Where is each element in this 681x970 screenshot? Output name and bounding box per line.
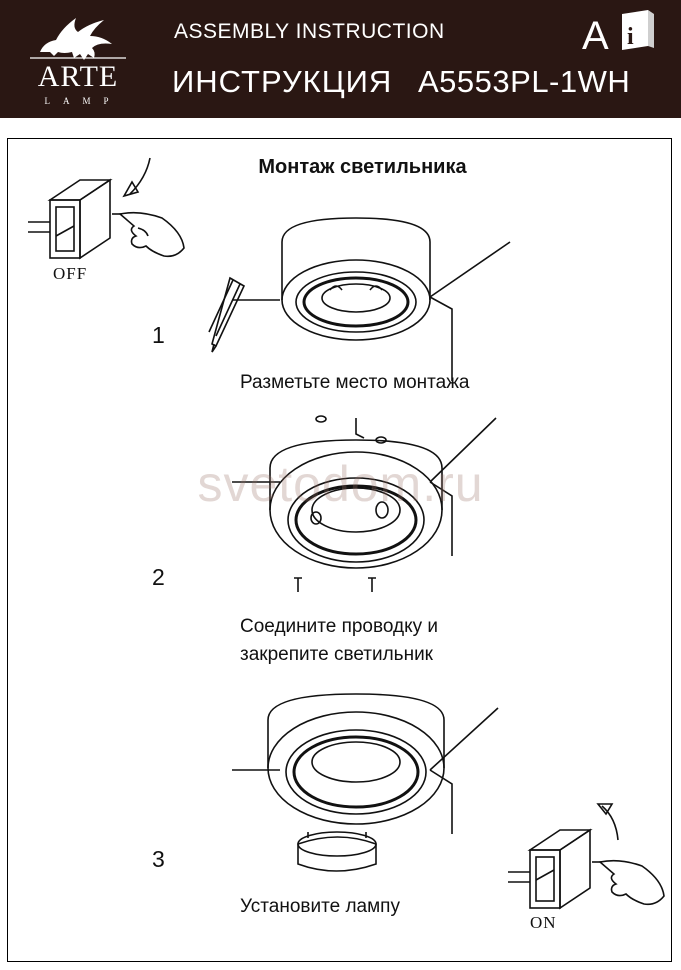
griffin-logo-icon: i (30, 10, 654, 60)
step3-fixture (232, 693, 499, 834)
watermark-text: svetodom.ru (197, 456, 484, 512)
brand-logo-subtext: LAMP (44, 96, 122, 106)
pencil-icon (208, 276, 246, 353)
assembly-title: ASSEMBLY INSTRUCTION (174, 20, 445, 43)
hand-pointing-icon (112, 211, 185, 258)
step-1-number: 1 (152, 322, 165, 348)
brand-logo-text: ARTE (37, 60, 119, 93)
step-2-number: 2 (152, 564, 165, 590)
svg-text:i: i (627, 24, 634, 50)
instruction-title-ru: ИНСТРУКЦИЯ (172, 64, 393, 99)
info-book-icon: i (622, 10, 654, 50)
step-3-caption: Установите лампу (240, 896, 400, 917)
rotate-arrow-on-icon (596, 803, 619, 841)
step-1-caption: Разметьте место монтажа (240, 372, 470, 393)
switch-on-label: ON (530, 913, 557, 932)
step-2-caption-line1: Соедините проводку и (240, 616, 439, 637)
content-frame (7, 138, 672, 962)
wall-switch-on-icon (508, 828, 593, 910)
step2-fixture (232, 417, 497, 569)
model-number: A5553PL-1WH (418, 64, 631, 99)
switch-off-label: OFF (53, 264, 88, 283)
screw-icon (294, 415, 387, 592)
language-letter: A (582, 14, 609, 58)
step-3-number: 3 (152, 846, 165, 872)
hand-pointing-on-icon (592, 859, 665, 906)
gx53-lamp-icon (297, 831, 377, 872)
section-heading: Монтаж светильника (258, 156, 467, 178)
header-bar: i ARTE LAMP ASSEMBLY INSTRUCTION ИНСТРУК… (0, 0, 681, 118)
wall-switch-off-icon (28, 178, 113, 260)
step-2-caption-line2: закрепите светильник (240, 644, 433, 665)
rotate-arrow-icon (122, 157, 151, 198)
step1-fixture (232, 217, 511, 381)
